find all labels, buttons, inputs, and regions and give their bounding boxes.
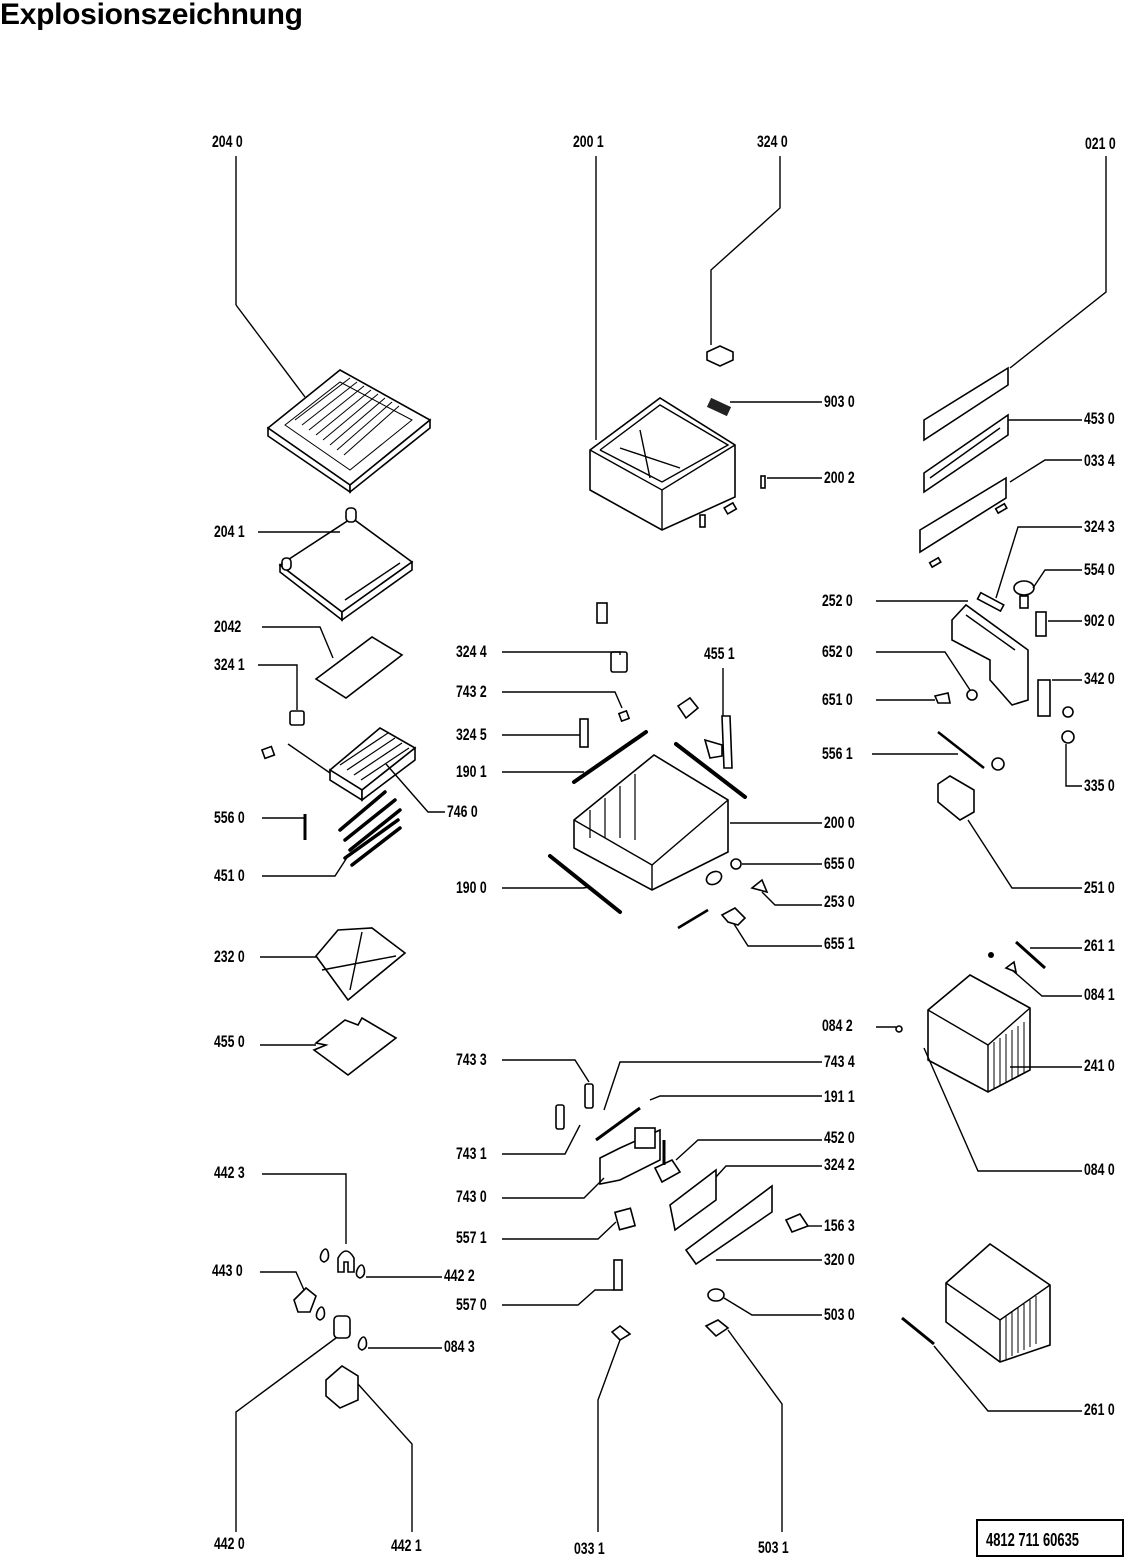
label-743-3: 743 3 xyxy=(456,1050,487,1069)
part-2520-housing xyxy=(951,603,1029,706)
label-200-1: 200 1 xyxy=(573,132,604,151)
label-902-0: 902 0 xyxy=(1084,611,1115,630)
label-453-0: 453 0 xyxy=(1084,409,1115,428)
label-746-0: 746 0 xyxy=(447,802,478,821)
label-443-0: 443 0 xyxy=(212,1261,243,1280)
document-number: 4812 711 60635 xyxy=(986,1530,1079,1550)
label-743-4: 743 4 xyxy=(824,1052,855,1071)
part-4520-sensor xyxy=(653,1140,682,1184)
label-452-0: 452 0 xyxy=(824,1128,855,1147)
part-3241-clip xyxy=(260,710,305,760)
label-335-0: 335 0 xyxy=(1084,776,1115,795)
label-232-0: 232 0 xyxy=(214,947,245,966)
label-557-1: 557 1 xyxy=(456,1228,487,1247)
label-556-0: 556 0 xyxy=(214,808,245,827)
part-2410-drawer xyxy=(927,974,1031,1093)
label-556-1: 556 1 xyxy=(822,744,853,763)
label-191-1: 191 1 xyxy=(824,1087,855,1106)
part-9030-filter xyxy=(706,397,732,417)
page-title: Explosionszeichnung xyxy=(0,0,303,31)
part-2001-box xyxy=(589,397,736,531)
label-261-0: 261 0 xyxy=(1084,1400,1115,1419)
label-200-2: 200 2 xyxy=(824,468,855,487)
part-3242-board xyxy=(669,1168,717,1232)
label-2042: 2042 xyxy=(214,617,242,636)
part-4551-duct xyxy=(703,715,733,769)
label-655-0: 655 0 xyxy=(824,854,855,873)
part-3420-plate xyxy=(1037,679,1051,717)
label-200-0: 200 0 xyxy=(824,813,855,832)
label-084-0: 084 0 xyxy=(1084,1160,1115,1179)
label-021-0: 021 0 xyxy=(1085,134,1116,153)
label-324-4: 324 4 xyxy=(456,642,487,661)
label-252-0: 252 0 xyxy=(822,591,853,610)
part-4550-plate xyxy=(312,1016,398,1077)
part-3240-block xyxy=(706,345,734,367)
label-190-0: 190 0 xyxy=(456,878,487,897)
label-033-1: 033 1 xyxy=(574,1539,605,1558)
part-2510-bracket xyxy=(937,775,975,821)
label-190-1: 190 1 xyxy=(456,762,487,781)
label-557-0: 557 0 xyxy=(456,1295,487,1314)
label-503-1: 503 1 xyxy=(758,1538,789,1557)
label-324-1: 324 1 xyxy=(214,655,245,674)
part-3243-pad xyxy=(976,591,1005,613)
label-743-1: 743 1 xyxy=(456,1144,487,1163)
part-7430-switch xyxy=(599,1127,661,1185)
part-2041-tray xyxy=(278,507,414,622)
label-743-2: 743 2 xyxy=(456,682,487,701)
label-084-1: 084 1 xyxy=(1084,985,1115,1004)
part-4510-heater xyxy=(338,790,402,867)
label-743-0: 743 0 xyxy=(456,1187,487,1206)
label-342-0: 342 0 xyxy=(1084,669,1115,688)
label-320-0: 320 0 xyxy=(824,1250,855,1269)
label-442-0: 442 0 xyxy=(214,1534,245,1553)
label-455-0: 455 0 xyxy=(214,1032,245,1051)
part-3200-bracket xyxy=(684,1184,773,1266)
label-261-1: 261 1 xyxy=(1084,936,1115,955)
part-0334-bracket xyxy=(919,476,1008,569)
label-903-0: 903 0 xyxy=(824,392,855,411)
label-084-3: 084 3 xyxy=(444,1337,475,1356)
label-442-2: 442 2 xyxy=(444,1266,475,1285)
label-241-0: 241 0 xyxy=(1084,1056,1115,1075)
label-204-0: 204 0 xyxy=(212,132,243,151)
part-2042-plate xyxy=(314,636,404,699)
label-084-2: 084 2 xyxy=(822,1016,853,1035)
part-2320-cover xyxy=(314,927,407,1002)
part-2040-shelf xyxy=(266,369,432,494)
label-455-1: 455 1 xyxy=(704,644,735,663)
part-2000-container xyxy=(573,754,729,891)
document-number-box: 4812 711 60635 xyxy=(976,1519,1124,1557)
label-251-0: 251 0 xyxy=(1084,878,1115,897)
part-drawer-lower xyxy=(945,1242,1051,1363)
label-253-0: 253 0 xyxy=(824,892,855,911)
label-451-0: 451 0 xyxy=(214,866,245,885)
label-652-0: 652 0 xyxy=(822,642,853,661)
label-503-0: 503 0 xyxy=(824,1305,855,1324)
label-033-4: 033 4 xyxy=(1084,451,1115,470)
part-4530-rail xyxy=(923,413,1009,494)
label-655-1: 655 1 xyxy=(824,934,855,953)
label-554-0: 554 0 xyxy=(1084,560,1115,579)
label-324-5: 324 5 xyxy=(456,725,487,744)
part-0210-strip xyxy=(923,366,1009,442)
label-442-1: 442 1 xyxy=(391,1536,422,1555)
part-3244-clip xyxy=(610,651,628,673)
label-204-1: 204 1 xyxy=(214,522,245,541)
label-324-0: 324 0 xyxy=(757,132,788,151)
label-324-2: 324 2 xyxy=(824,1155,855,1174)
label-156-3: 156 3 xyxy=(824,1216,855,1235)
part-7460-evaporator xyxy=(287,727,417,802)
label-651-0: 651 0 xyxy=(822,690,853,709)
label-324-3: 324 3 xyxy=(1084,517,1115,536)
part-9020-block xyxy=(1035,611,1047,637)
label-442-3: 442 3 xyxy=(214,1163,245,1182)
